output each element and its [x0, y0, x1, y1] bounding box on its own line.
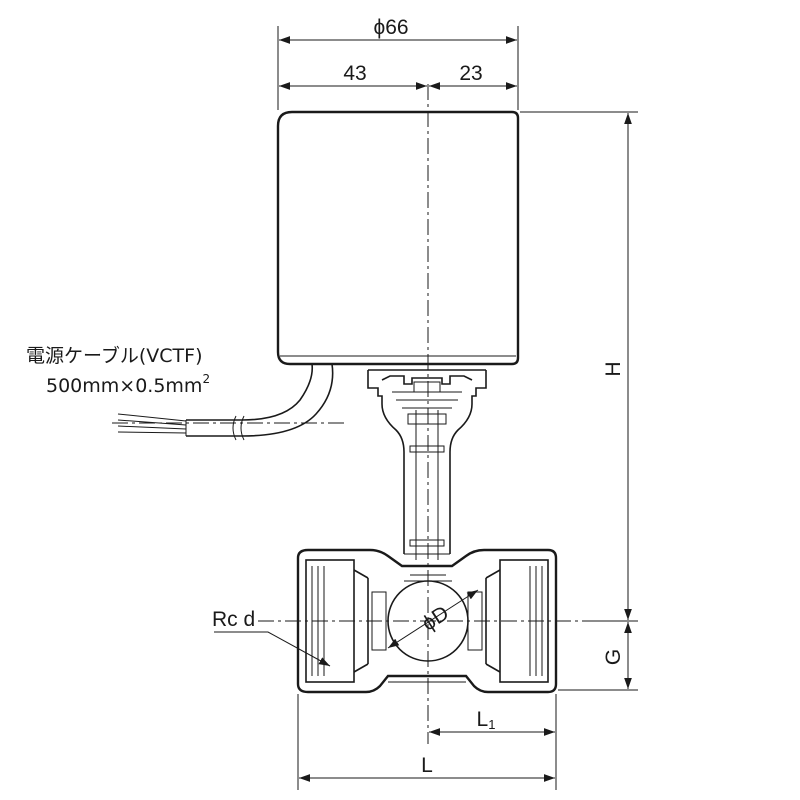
label-bore: ϕD	[418, 602, 453, 636]
cable-spec-sup: 2	[202, 372, 210, 386]
cable-spec: 500mm×0.5mm2	[46, 372, 210, 397]
label-l1-main: L	[477, 708, 489, 731]
label-outer-diameter: ϕ66	[373, 16, 408, 39]
cable-spec-main: 500mm×0.5mm	[46, 375, 202, 397]
label-left-offset: 43	[343, 62, 366, 85]
leader-thread	[214, 631, 331, 667]
label-height: H	[602, 361, 625, 376]
label-g-height: G	[602, 649, 625, 665]
center-lines	[112, 84, 580, 744]
cable-name: 電源ケーブル(VCTF)	[26, 344, 203, 367]
label-length: L	[421, 754, 433, 777]
dimension-lines	[214, 36, 632, 782]
label-thread: Rc d	[212, 608, 255, 631]
valve-neck	[367, 369, 487, 560]
extension-lines	[277, 26, 638, 790]
leader-bore	[387, 589, 479, 649]
cable-callout: 電源ケーブル(VCTF) 500mm×0.5mm2	[26, 344, 210, 397]
label-right-offset: 23	[459, 62, 482, 85]
label-l1-sub: 1	[488, 717, 495, 732]
dimension-labels: ϕ66 43 23 H G L L1 Rc d ϕD	[212, 16, 625, 777]
actuator-body	[276, 110, 520, 366]
label-l1: L1	[477, 708, 496, 732]
